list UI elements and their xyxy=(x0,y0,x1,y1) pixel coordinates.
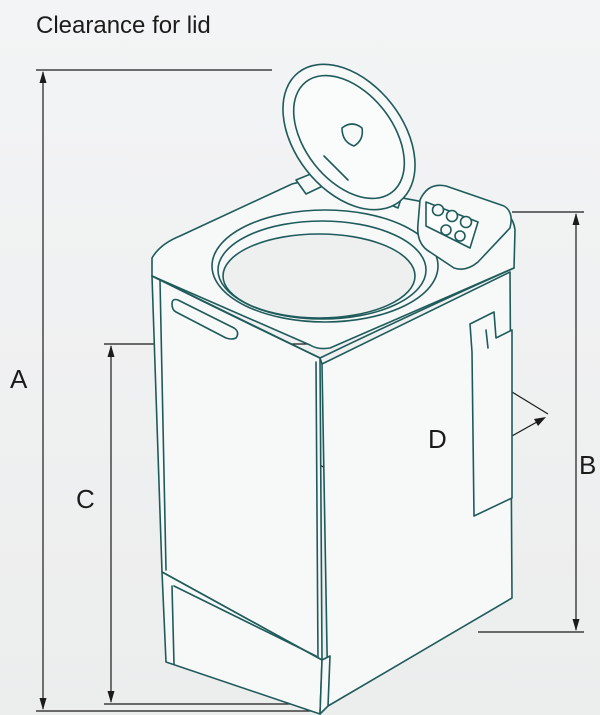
dimension-d-extension-2 xyxy=(511,391,549,415)
handle-slot xyxy=(171,298,239,340)
top-rim-edge xyxy=(151,267,515,359)
control-knob-2 xyxy=(445,209,459,223)
dimension-label-b: B xyxy=(579,450,597,480)
front-edge-corner xyxy=(319,357,323,365)
dimension-label-a: A xyxy=(10,364,28,394)
cabinet-side-panel xyxy=(321,271,513,707)
arrow-c-bottom xyxy=(107,691,115,703)
chamber-opening xyxy=(222,233,416,319)
front-edge-left xyxy=(159,279,167,571)
plinth-line-2 xyxy=(173,585,317,657)
control-knob-3 xyxy=(459,215,473,229)
dimension-label-d: D xyxy=(428,424,447,454)
lid-hinge-arm xyxy=(323,155,349,181)
dimension-label-c: C xyxy=(76,484,95,514)
control-knob-5 xyxy=(454,230,466,242)
arrow-a-bottom xyxy=(39,698,47,710)
control-knob-4 xyxy=(440,224,452,236)
arrow-b-bottom xyxy=(572,619,580,631)
page-title: Clearance for lid xyxy=(36,12,211,39)
side-recess-edge xyxy=(485,329,489,349)
arrow-a-top xyxy=(39,71,47,83)
arrow-b-top xyxy=(572,213,580,225)
plinth-line-1 xyxy=(171,585,175,665)
front-edge-right xyxy=(315,361,319,663)
lid-handle xyxy=(341,123,364,147)
appliance-body xyxy=(151,63,516,715)
side-recess xyxy=(469,311,513,517)
control-knob-1 xyxy=(431,203,445,217)
arrow-c-top xyxy=(107,345,115,357)
arrow-d-back xyxy=(534,417,546,426)
cabinet-plinth-side xyxy=(319,655,331,715)
